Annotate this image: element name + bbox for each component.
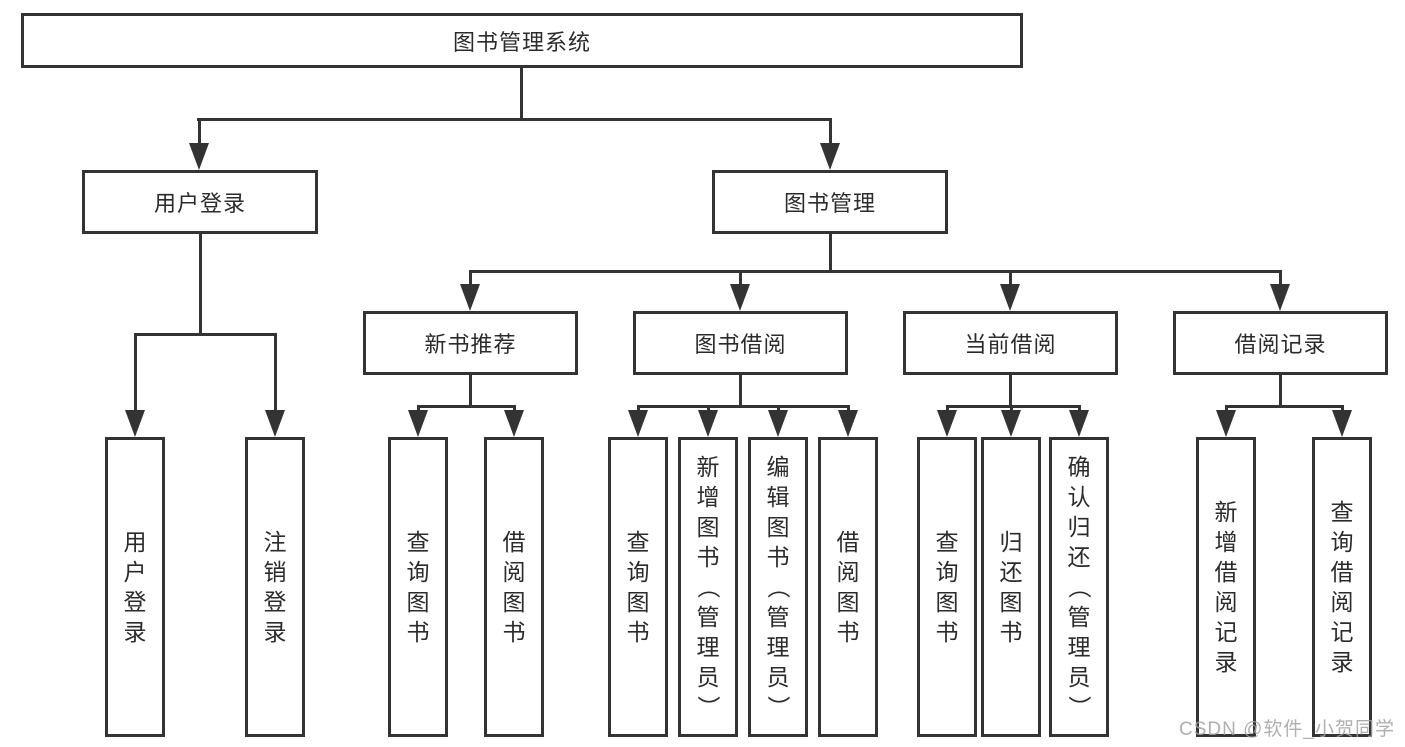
leaf-user-login-label: 用户登录: [123, 529, 147, 645]
arrowhead-br2: [1332, 410, 1352, 437]
connector-book-borrow-rail: [637, 405, 850, 408]
leaf-current-return-label: 归还图书: [999, 529, 1023, 645]
connector-drop-user-login: [198, 118, 201, 148]
connector-drop-nb1: [417, 405, 420, 414]
arrowhead-bb2: [698, 410, 718, 437]
leaf-record-add: 新增借阅记录: [1196, 437, 1256, 737]
node-book-borrow-label: 图书借阅: [694, 332, 787, 357]
arrowhead-bb1: [628, 410, 648, 437]
connector-root-rail: [197, 118, 832, 121]
connector-drop-current-borrow: [1009, 270, 1012, 286]
node-new-book-label: 新书推荐: [424, 332, 517, 357]
arrowhead-cb1: [937, 410, 957, 437]
connector-drop-bb4: [847, 405, 850, 414]
node-borrow-record: 借阅记录: [1173, 311, 1388, 375]
leaf-borrow-edit-admin: 编辑图书（管理员）: [748, 437, 808, 737]
connector-drop-book-borrow: [739, 270, 742, 286]
connector-drop-bb2: [707, 405, 710, 414]
leaf-current-query-label: 查询图书: [935, 529, 959, 645]
leaf-current-confirm-admin-label: 确认归还（管理员）: [1066, 454, 1092, 719]
leaf-borrow-query-label: 查询图书: [626, 529, 650, 645]
node-book-borrow: 图书借阅: [633, 311, 848, 375]
arrowhead-current-borrow: [1000, 284, 1020, 311]
arrowhead-user-login: [189, 143, 209, 170]
csdn-watermark: CSDN @软件_小贺同学: [1179, 719, 1395, 740]
leaf-record-query: 查询借阅记录: [1312, 437, 1372, 737]
arrowhead-ul1: [125, 410, 145, 437]
leaf-record-query-label: 查询借阅记录: [1330, 499, 1354, 675]
connector-book-mgmt-stem: [829, 234, 832, 273]
connector-new-book-stem: [469, 375, 472, 408]
connector-new-book-rail: [417, 405, 516, 408]
connector-drop-nb2: [513, 405, 516, 414]
connector-drop-ul1: [134, 333, 137, 413]
leaf-borrow-add-admin: 新增图书（管理员）: [678, 437, 738, 737]
connector-book-mgmt-rail: [469, 270, 1282, 273]
connector-drop-br2: [1341, 405, 1344, 414]
arrowhead-new-book: [460, 284, 480, 311]
arrowhead-cb3: [1069, 410, 1089, 437]
leaf-borrow-book: 借阅图书: [818, 437, 878, 737]
arrowhead-bb4: [838, 410, 858, 437]
node-current-borrow-label: 当前借阅: [964, 332, 1057, 357]
arrowhead-book-mgmt: [820, 143, 840, 170]
leaf-borrow-edit-admin-label: 编辑图书（管理员）: [765, 454, 791, 719]
arrowhead-book-borrow: [730, 284, 750, 311]
connector-drop-bb1: [637, 405, 640, 414]
arrowhead-nb2: [504, 410, 524, 437]
leaf-newbook-query: 查询图书: [388, 437, 448, 737]
node-book-mgmt-label: 图书管理: [783, 191, 876, 216]
leaf-record-add-label: 新增借阅记录: [1214, 499, 1238, 675]
connector-drop-ul2: [274, 333, 277, 413]
arrowhead-cb2: [1001, 410, 1021, 437]
connector-borrow-record-rail: [1225, 405, 1344, 408]
node-root-label: 图书管理系统: [452, 29, 591, 55]
arrowhead-ul2: [265, 410, 285, 437]
connector-drop-cb1: [946, 405, 949, 414]
arrowhead-borrow-record: [1270, 284, 1290, 311]
node-user-login: 用户登录: [82, 170, 318, 234]
connector-drop-new-book: [469, 270, 472, 286]
connector-drop-bb3: [777, 405, 780, 414]
leaf-borrow-query: 查询图书: [608, 437, 668, 737]
connector-current-borrow-rail: [946, 405, 1081, 408]
connector-drop-borrow-record: [1279, 270, 1282, 286]
leaf-newbook-query-label: 查询图书: [406, 529, 430, 645]
arrowhead-bb3: [768, 410, 788, 437]
node-book-mgmt: 图书管理: [712, 170, 948, 234]
leaf-newbook-borrow: 借阅图书: [484, 437, 544, 737]
connector-drop-cb3: [1078, 405, 1081, 414]
leaf-current-query: 查询图书: [917, 437, 977, 737]
node-root: 图书管理系统: [21, 13, 1023, 68]
connector-current-borrow-stem: [1009, 375, 1012, 408]
leaf-newbook-borrow-label: 借阅图书: [502, 529, 526, 645]
node-new-book: 新书推荐: [363, 311, 578, 375]
leaf-borrow-book-label: 借阅图书: [836, 529, 860, 645]
connector-user-login-rail: [134, 333, 277, 336]
leaf-user-login: 用户登录: [105, 437, 165, 737]
node-current-borrow: 当前借阅: [903, 311, 1118, 375]
leaf-current-confirm-admin: 确认归还（管理员）: [1049, 437, 1109, 737]
connector-book-borrow-stem: [739, 375, 742, 408]
arrowhead-nb1: [408, 410, 428, 437]
connector-user-login-stem: [199, 234, 202, 335]
arrowhead-br1: [1216, 410, 1236, 437]
leaf-borrow-add-admin-label: 新增图书（管理员）: [695, 454, 721, 719]
connector-drop-book-mgmt: [829, 118, 832, 148]
leaf-current-return: 归还图书: [981, 437, 1041, 737]
leaf-logout: 注销登录: [245, 437, 305, 737]
node-borrow-record-label: 借阅记录: [1234, 332, 1327, 357]
connector-root-stem: [520, 68, 523, 120]
connector-drop-cb2: [1010, 405, 1013, 414]
connector-borrow-record-stem: [1279, 375, 1282, 408]
connector-drop-br1: [1225, 405, 1228, 414]
node-user-login-label: 用户登录: [153, 191, 246, 216]
leaf-logout-label: 注销登录: [263, 529, 287, 645]
